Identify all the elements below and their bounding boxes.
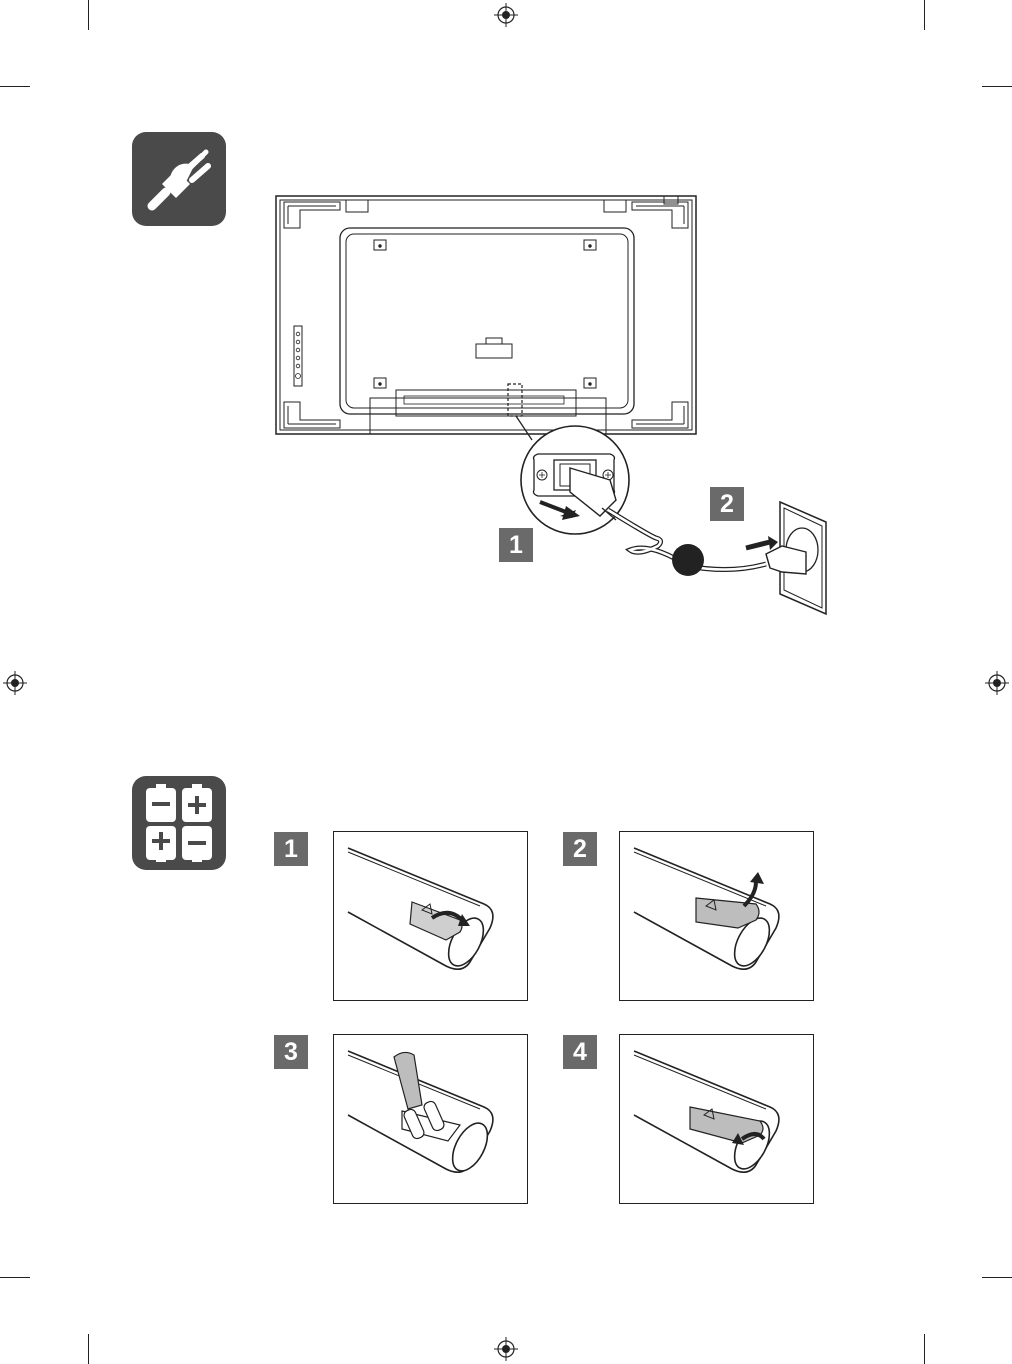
crop-mark-top-left [88,0,89,30]
crop-mark-bottom-left-h [0,1277,30,1278]
crop-mark-top-left-h [0,86,30,87]
registration-mark-bottom [494,1337,518,1361]
battery-step-3-illustration [333,1034,528,1204]
crop-mark-bottom-left [88,1334,89,1364]
crop-mark-top-right [924,0,925,30]
battery-step-2-badge: 2 [563,832,597,866]
battery-step-2-illustration [619,831,814,1001]
battery-step-1-illustration [333,831,528,1001]
tv-back-illustration [270,190,840,622]
crop-mark-top-right-h [982,86,1012,87]
registration-mark-right [985,671,1009,695]
battery-step-3-badge: 3 [274,1035,308,1069]
crop-mark-bottom-right-h [982,1277,1012,1278]
power-step-2-badge: 2 [710,487,744,521]
power-step-1-badge: 1 [499,528,533,562]
registration-mark-top [494,3,518,27]
battery-step-4-illustration [619,1034,814,1204]
crop-mark-bottom-right [924,1334,925,1364]
power-plug-icon [132,132,226,226]
battery-step-1-badge: 1 [274,832,308,866]
battery-step-4-badge: 4 [563,1035,597,1069]
battery-icon [132,776,226,870]
registration-mark-left [3,671,27,695]
